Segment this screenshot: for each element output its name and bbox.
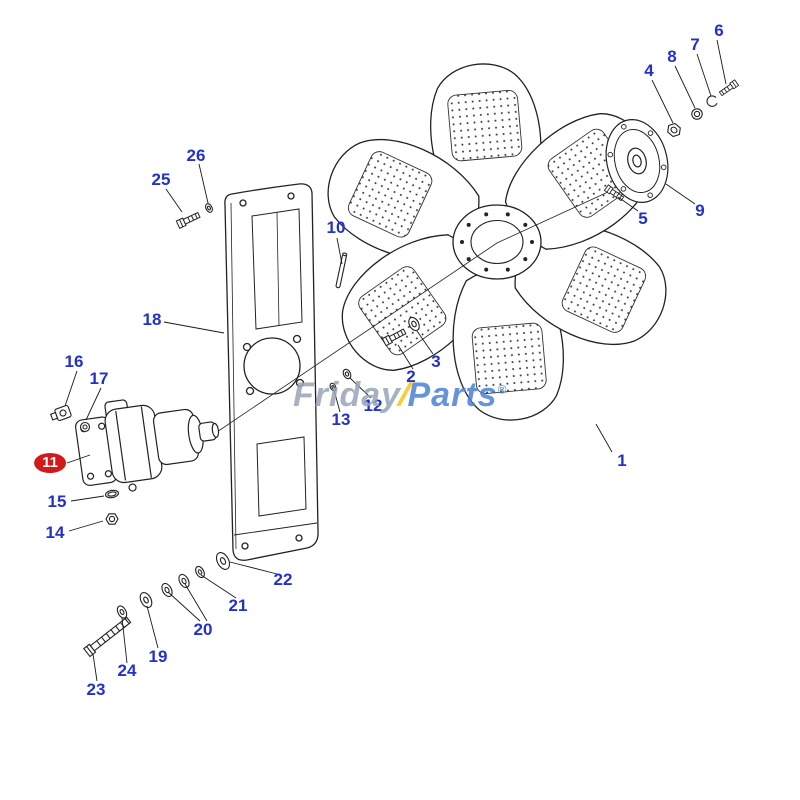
part-label-12: 12 (363, 396, 383, 415)
hub-bolt-holes (460, 212, 534, 272)
part-label-1: 1 (617, 451, 627, 470)
washer-22 (215, 552, 231, 570)
pin-10 (335, 252, 348, 289)
part-label-19: 19 (148, 647, 168, 666)
fan-pulley (605, 119, 669, 203)
assembly-axis-line (213, 191, 609, 435)
part-label-26: 26 (186, 146, 206, 165)
part-label-2: 2 (406, 367, 416, 386)
part-label-24: 24 (117, 661, 137, 680)
part-label-11-highlighted: 11 (34, 453, 66, 473)
bolt-25 (175, 210, 202, 229)
part-label-18: 18 (142, 310, 162, 329)
mounting-bracket (224, 183, 319, 561)
part-label-14: 14 (45, 523, 65, 542)
part-label-21: 21 (228, 596, 248, 615)
washer-3 (408, 316, 420, 332)
part-label-15: 15 (47, 492, 67, 511)
part-label-25: 25 (151, 170, 171, 189)
part-label-3: 3 (431, 352, 441, 371)
part-label-17: 17 (89, 369, 109, 388)
part-label-5: 5 (638, 209, 648, 228)
part-label-20: 20 (193, 620, 213, 639)
part-label-16: 16 (64, 352, 84, 371)
fan-blade-assembly (310, 58, 684, 426)
bolt-6 (718, 79, 740, 98)
leader-lines (64, 39, 727, 682)
snap-ring-7 (706, 95, 718, 107)
washer-17 (79, 421, 91, 433)
part-label-6: 6 (714, 21, 724, 40)
part-label-22: 22 (273, 570, 293, 589)
washer-20b (178, 573, 190, 589)
washer-13 (329, 382, 337, 392)
washer-8 (691, 108, 703, 120)
part-label-8: 8 (667, 47, 677, 66)
o-ring-15 (105, 489, 119, 499)
part-label-23: 23 (86, 680, 106, 699)
washer-12 (342, 368, 352, 380)
part-label-9: 9 (695, 201, 705, 220)
washer-21 (195, 565, 205, 579)
washer-26 (205, 203, 213, 213)
part-label-10: 10 (326, 218, 346, 237)
fan-motor (75, 399, 220, 492)
elbow-fitting-16 (49, 404, 72, 422)
washer-24 (116, 605, 128, 619)
plug-14 (105, 513, 119, 525)
part-label-13: 13 (331, 410, 351, 429)
part-label-4: 4 (644, 61, 654, 80)
nut-4 (667, 122, 681, 138)
bolt-23 (83, 616, 132, 658)
washer-19 (139, 592, 153, 608)
part-label-7: 7 (690, 35, 700, 54)
